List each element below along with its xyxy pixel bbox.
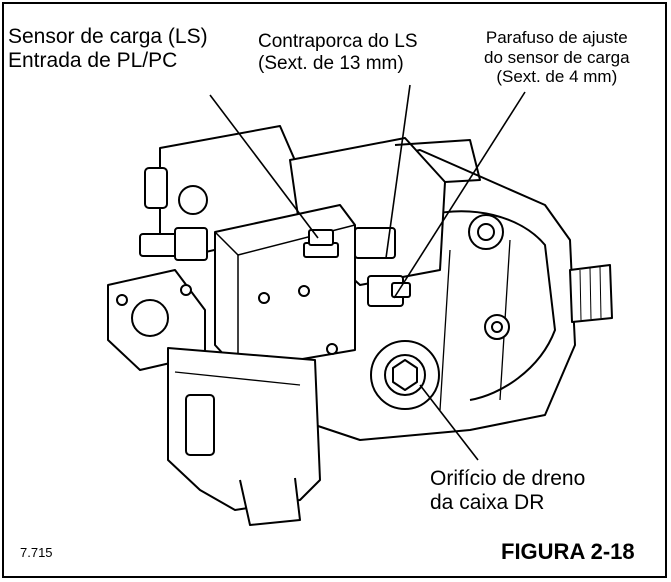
label-line: Orifício de dreno bbox=[430, 467, 586, 490]
label-line: Parafuso de ajuste bbox=[485, 28, 628, 47]
figure-label: FIGURA 2-18 bbox=[501, 539, 635, 564]
label-load-sensor: Sensor de carga (LS) Entrada de PL/PC bbox=[8, 25, 208, 73]
label-line: do sensor de carga bbox=[484, 47, 630, 67]
drive-shaft bbox=[569, 264, 613, 323]
label-line: Entrada de PL/PC bbox=[8, 49, 178, 73]
load-sensor-block bbox=[214, 204, 356, 371]
label-line: Contraporca do LS bbox=[258, 31, 418, 52]
label-drain: Orifício de dreno da caixa DR bbox=[430, 467, 585, 515]
left-flange bbox=[107, 269, 206, 371]
label-line: (Sext. de 13 mm) bbox=[258, 52, 404, 74]
reference-number: 7.715 bbox=[20, 545, 53, 560]
drain-plug bbox=[370, 340, 440, 410]
lower-housing bbox=[167, 347, 321, 526]
label-locknut: Contraporca do LS (Sext. de 13 mm) bbox=[258, 31, 418, 75]
label-line: Sensor de carga (LS) bbox=[8, 25, 208, 48]
leader-lines bbox=[209, 84, 526, 461]
ls-port-fitting bbox=[303, 229, 339, 258]
locknut-and-adjust-screw bbox=[354, 227, 411, 307]
side-ports bbox=[468, 214, 510, 340]
label-line: da caixa DR bbox=[430, 491, 545, 515]
left-fitting bbox=[139, 185, 208, 261]
label-adjust-screw: Parafuso de ajuste do sensor de carga (S… bbox=[484, 28, 630, 87]
label-line: (Sext. de 4 mm) bbox=[496, 67, 618, 87]
